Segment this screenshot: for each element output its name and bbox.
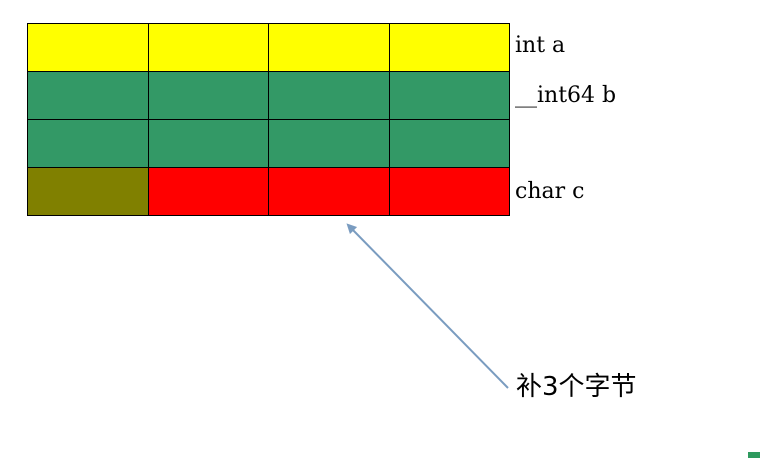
byte-cell-r2-c1 xyxy=(147,119,269,168)
byte-cell-r0-c1 xyxy=(147,23,269,72)
byte-cell-r0-c0 xyxy=(27,23,149,72)
row-label-char-c: char c xyxy=(515,179,585,204)
padding-annotation: 补3个字节 xyxy=(516,372,637,402)
arrow-line xyxy=(346,223,509,389)
byte-cell-r0-c3 xyxy=(388,23,510,72)
byte-cell-r2-c3 xyxy=(388,119,510,168)
byte-cell-r3-c1 xyxy=(147,167,269,216)
byte-cell-r3-c0 xyxy=(27,167,149,216)
byte-cell-r1-c3 xyxy=(388,71,510,120)
byte-cell-r1-c1 xyxy=(147,71,269,120)
row-label-int-a: int a xyxy=(515,33,566,58)
corner-mark xyxy=(748,452,760,458)
memory-layout-grid xyxy=(27,23,510,216)
byte-cell-r1-c2 xyxy=(268,71,390,120)
byte-cell-r3-c3 xyxy=(388,167,510,216)
row-label-int64-b: __int64 b xyxy=(515,83,617,108)
byte-cell-r2-c0 xyxy=(27,119,149,168)
